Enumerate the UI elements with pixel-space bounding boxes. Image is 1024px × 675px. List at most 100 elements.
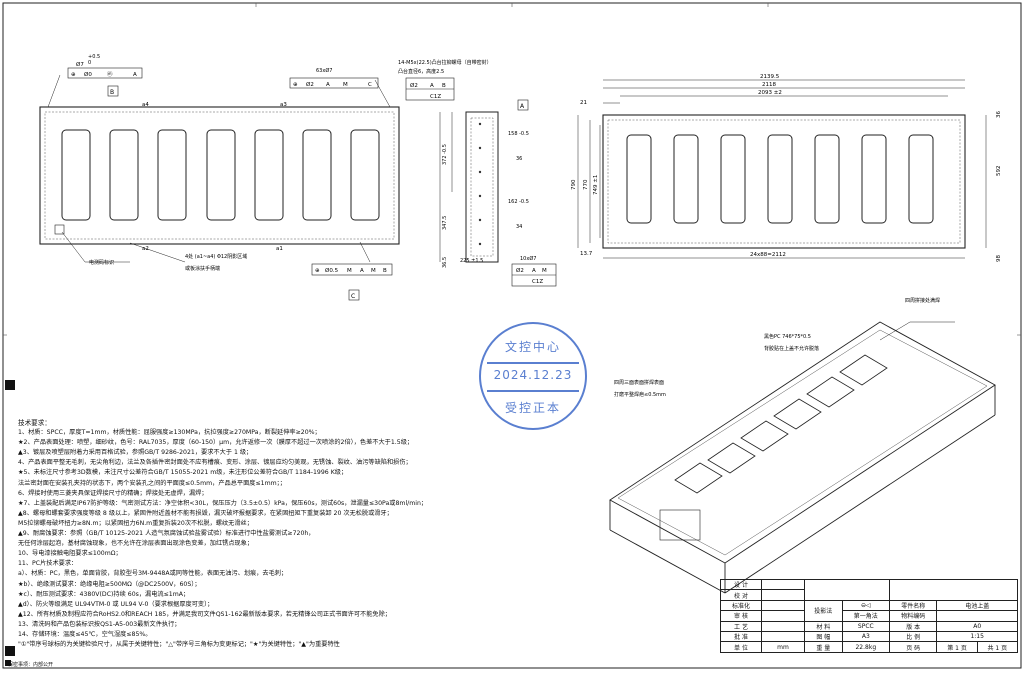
svg-text:4处 (a1~a4) Φ12阴影区域: 4处 (a1~a4) Φ12阴影区域	[185, 253, 247, 260]
svg-text:B: B	[383, 268, 387, 274]
label-note: 电测码标识	[89, 259, 114, 266]
qr-code-icon	[5, 380, 15, 666]
note-line: "①"带序号球标的为关键检验尺寸，从属于关键特性；"△"带序号三角标为变更标记；…	[18, 641, 340, 649]
svg-text:13.7: 13.7	[580, 251, 593, 257]
svg-text:A: A	[532, 268, 536, 274]
svg-text:+0.5: +0.5	[88, 54, 100, 60]
svg-text:36: 36	[996, 111, 1002, 118]
note-line: 11、PC片技术要求：	[18, 560, 78, 568]
part-name: 电池上盖	[936, 599, 1018, 612]
corner-a1: a1	[276, 246, 283, 252]
svg-text:Ø0.5: Ø0.5	[325, 267, 339, 274]
svg-text:Ø2: Ø2	[516, 267, 524, 274]
svg-text:凸台直径6，高度2.5: 凸台直径6，高度2.5	[398, 68, 444, 75]
svg-text:C: C	[351, 293, 355, 300]
note-line: ★5、未标注尺寸参考3D数模，未注尺寸公差符合GB/T 15055-2021 m…	[18, 469, 348, 477]
corner-a3: a3	[280, 102, 287, 108]
svg-text:225 ±1.5: 225 ±1.5	[460, 258, 483, 264]
svg-text:C: C	[368, 82, 372, 88]
svg-text:M: M	[542, 268, 547, 274]
svg-text:C1Z: C1Z	[430, 94, 441, 100]
svg-text:C1Z: C1Z	[532, 279, 543, 285]
note-line: ★7、上盖装配后满足IP67防护等级：气密测试方法：净空体积<30L，保压压力（…	[18, 499, 428, 507]
corner-a2: a2	[142, 246, 149, 252]
svg-text:打磨平整焊疤≤0.5mm: 打磨平整焊疤≤0.5mm	[614, 391, 666, 398]
svg-text:592: 592	[996, 166, 1002, 177]
projection-symbol-icon: ⊖◁	[841, 599, 891, 612]
svg-text:B: B	[110, 89, 114, 96]
svg-text:21: 21	[580, 100, 587, 106]
svg-text:⊕: ⊕	[293, 82, 298, 88]
svg-text:36: 36	[516, 156, 522, 162]
svg-text:M: M	[343, 82, 348, 88]
title-block: 设 计 校 对 标准化 投影法 ⊖◁ 零件名称 电池上盖 审 核 第一角法 物料…	[720, 578, 1019, 653]
note-line: 14、存储环境：温度≤45℃，空气湿度≤85%。	[18, 630, 152, 638]
note-line: ▲12、所有材质及制程应符合RoHS2.0和REACH 185，并满足我司文件Q…	[18, 610, 391, 618]
svg-text:162 -0.5: 162 -0.5	[508, 199, 529, 205]
note-line: ★c）、耐压测试要求：4380V(DC)持续 60s，漏电流≤1mA；	[18, 590, 190, 598]
svg-text:或板涂扶手柄端: 或板涂扶手柄端	[185, 265, 220, 272]
note-line: 法兰密封面在安装孔夹持的状态下，两个安装孔之间的平面度≤0.5mm，产品总平面度…	[18, 479, 286, 487]
svg-text:Ø0: Ø0	[84, 71, 92, 78]
note-line: ▲3、镀层及喷塑层附着力采用百格试验，参照GB/T 9286-2021，要求不大…	[18, 449, 253, 457]
svg-text:34: 34	[516, 224, 522, 230]
svg-text:Ø2: Ø2	[410, 82, 418, 89]
svg-text:2093 ±2: 2093 ±2	[758, 90, 782, 96]
note-line: ★b）、绝缘测试要求：绝缘电阻≥500MΩ（@DC2500V，60S）；	[18, 580, 201, 588]
iso-callouts: 四周拼接处满焊 黑色PC 746*75*0.5 背胶贴在上盖不允许脱落 四周三面…	[614, 297, 955, 398]
svg-text:0: 0	[88, 60, 91, 66]
svg-text:A: A	[326, 82, 330, 88]
svg-text:790: 790	[571, 179, 577, 190]
svg-text:158 -0.5: 158 -0.5	[508, 131, 529, 137]
note-line: M5拉铆螺母破坏扭力≥8N.m；以紧固扭力6N.m重复拆装20次不松脱，螺纹无滑…	[18, 519, 253, 527]
note-line: 13、清洗码和产品包装标识按QS1-A5-003最新文件执行；	[18, 620, 181, 628]
top-plan-view: a4 a3 a2 a1 +0.5 0 Ø7 ⊕ Ø0 ⓜ A B 63xØ7 ⊕…	[39, 54, 400, 301]
notes-header: 技术要求：	[18, 419, 51, 427]
svg-text:770: 770	[583, 179, 589, 190]
isometric-view	[609, 321, 996, 594]
corner-a4: a4	[142, 102, 149, 108]
svg-text:2139.5: 2139.5	[760, 74, 780, 80]
control-stamp: 文控中心 2024.12.23 受控正本	[479, 322, 587, 430]
note-line: ▲9、耐腐蚀要求：参照（GB/T 10125-2021 人造气氛腐蚀试验盐雾试验…	[18, 530, 315, 538]
note-line: 1、材质：SPCC，厚度T=1mm，材质性能：屈服强度≥130MPa，抗拉强度≥…	[18, 429, 321, 437]
svg-text:B: B	[442, 83, 446, 89]
svg-text:Ø2: Ø2	[306, 81, 314, 88]
svg-text:四周三面表面拼焊表面: 四周三面表面拼焊表面	[614, 379, 664, 386]
note-line: 无任何涂层起泡，基材腐蚀现象，也不允许在涂层表面出现涂色变差，加红锈点现象；	[18, 540, 254, 548]
right-plan-view: 2139.5 2118 2093 ±2 21 790 770 749 ±1 59…	[571, 74, 1002, 262]
svg-text:749 ±1: 749 ±1	[593, 175, 599, 195]
svg-text:347.5: 347.5	[442, 216, 448, 230]
svg-text:背胶贴在上盖不允许脱落: 背胶贴在上盖不允许脱落	[764, 345, 819, 352]
svg-text:⊕: ⊕	[71, 72, 76, 78]
svg-text:M: M	[347, 268, 352, 274]
svg-text:14-M5x(22.5)凸台拉铆螺母（自带密封）: 14-M5x(22.5)凸台拉铆螺母（自带密封）	[398, 59, 492, 66]
svg-text:ⓜ: ⓜ	[107, 70, 113, 78]
note-line: 6、焊接时使用三菱夹具保证焊接尺寸的精确；焊接处无虚焊，漏焊；	[18, 489, 208, 497]
section-view: 14-M5x(22.5)凸台拉铆螺母（自带密封） 凸台直径6，高度2.5 Ø2 …	[398, 59, 557, 287]
note-line: 10、导电漆接触电阻要求≤100mΩ；	[18, 550, 122, 558]
svg-text:A: A	[360, 268, 364, 274]
svg-text:Ø7: Ø7	[76, 61, 84, 68]
svg-text:A: A	[133, 72, 137, 78]
svg-text:36.5: 36.5	[442, 257, 448, 268]
svg-text:M: M	[371, 268, 376, 274]
confidentiality-footer: 保密事项：内部公开	[8, 662, 54, 668]
technical-requirements: 技术要求： 1、材质：SPCC，厚度T=1mm，材质性能：屈服强度≥130MPa…	[18, 418, 563, 650]
svg-text:98: 98	[996, 255, 1002, 262]
svg-text:63xØ7: 63xØ7	[316, 67, 332, 74]
note-line: 4、产品表面平整无毛刺，无尖角利边，法兰及各插件密封面处不应有槽痕、变形、涂层、…	[18, 459, 412, 467]
note-line: ▲d）、防火等级满足 UL94VTM-0 或 UL94 V-0（要求根据厚度可变…	[18, 600, 214, 608]
note-line: ★2、产品表面处理：喷塑，细砂纹，色号：RAL7035，厚度（60-150）μm…	[18, 439, 414, 447]
svg-text:10xØ7: 10xØ7	[520, 255, 536, 262]
svg-text:黑色PC 746*75*0.5: 黑色PC 746*75*0.5	[764, 333, 811, 340]
note-line: a）、材质：PC，黑色，单面背胶，背胶型号3M-9448A或同等性能，表面无油污…	[18, 570, 288, 578]
zone-marks	[3, 3, 1021, 336]
svg-text:24x88=2112: 24x88=2112	[750, 252, 786, 258]
svg-text:2118: 2118	[762, 82, 776, 88]
svg-text:四周拼接处满焊: 四周拼接处满焊	[905, 297, 940, 304]
svg-text:A: A	[520, 103, 525, 110]
svg-text:A: A	[430, 83, 434, 89]
